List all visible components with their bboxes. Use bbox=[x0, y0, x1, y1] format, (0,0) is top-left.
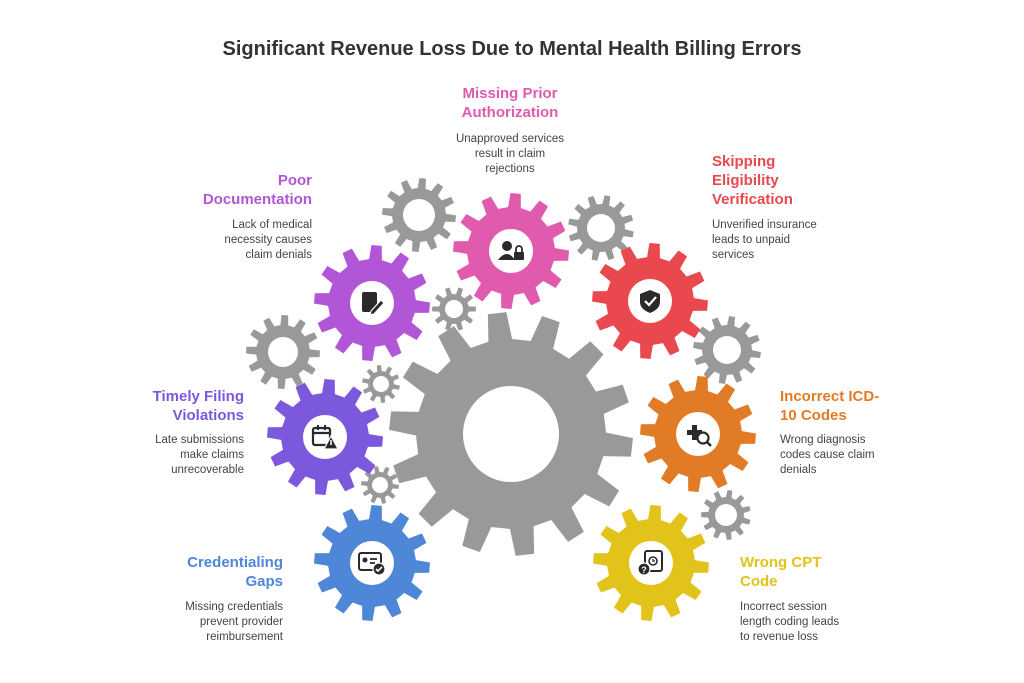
gray-gear-small-bottom-left bbox=[361, 466, 399, 504]
shield-check-icon bbox=[640, 290, 660, 313]
gear-eligibility-verification bbox=[592, 243, 708, 359]
gear-timely-filing-icon-circle bbox=[303, 415, 347, 459]
user-lock-icon bbox=[498, 241, 524, 260]
gray-gear-left bbox=[246, 315, 320, 389]
medical-search-icon bbox=[687, 425, 712, 447]
gray-gear-small-bottom-left-hole bbox=[372, 477, 388, 493]
svg-text:?: ? bbox=[641, 565, 647, 575]
gray-gear-small-center bbox=[432, 287, 476, 331]
gray-gear-small-bottom-right bbox=[701, 490, 751, 540]
gear-timely-filing bbox=[267, 379, 383, 495]
diagram-title: Significant Revenue Loss Due to Mental H… bbox=[222, 38, 802, 60]
label-icd10-codes: Incorrect ICD-10 Codes bbox=[780, 388, 880, 424]
doc-edit-icon bbox=[362, 292, 385, 316]
gear-icd10-codes bbox=[640, 376, 756, 492]
calendar-warning-icon bbox=[311, 425, 340, 450]
gray-gear-small-center-hole bbox=[445, 300, 463, 318]
gray-gear-left-hole bbox=[268, 337, 298, 367]
gray-gear-small-bottom-right-hole bbox=[715, 504, 737, 526]
id-check-icon bbox=[358, 552, 386, 576]
gear-wrong-cpt-code-icon-circle bbox=[629, 541, 673, 585]
gear-wrong-cpt-code: ? bbox=[593, 505, 709, 621]
gear-prior-authorization-icon-circle bbox=[489, 229, 533, 273]
gray-gear-right-hole bbox=[713, 336, 741, 364]
gray-gear-small-left-hole bbox=[373, 376, 389, 392]
central-gear-hole bbox=[463, 386, 559, 482]
gear-credentialing-gaps bbox=[314, 505, 430, 621]
gray-gear-top-right-hole bbox=[587, 214, 615, 242]
gear-poor-documentation bbox=[314, 245, 430, 361]
gear-prior-authorization bbox=[453, 193, 569, 309]
gray-gear-top-right bbox=[568, 195, 634, 261]
gray-gear-small-left bbox=[362, 365, 400, 403]
central-gear bbox=[389, 312, 633, 556]
gray-gear-right bbox=[693, 316, 761, 384]
gray-gear-top-left bbox=[382, 178, 456, 252]
gray-gear-top-left-hole bbox=[403, 199, 435, 231]
doc-clock-icon: ? bbox=[637, 550, 663, 576]
